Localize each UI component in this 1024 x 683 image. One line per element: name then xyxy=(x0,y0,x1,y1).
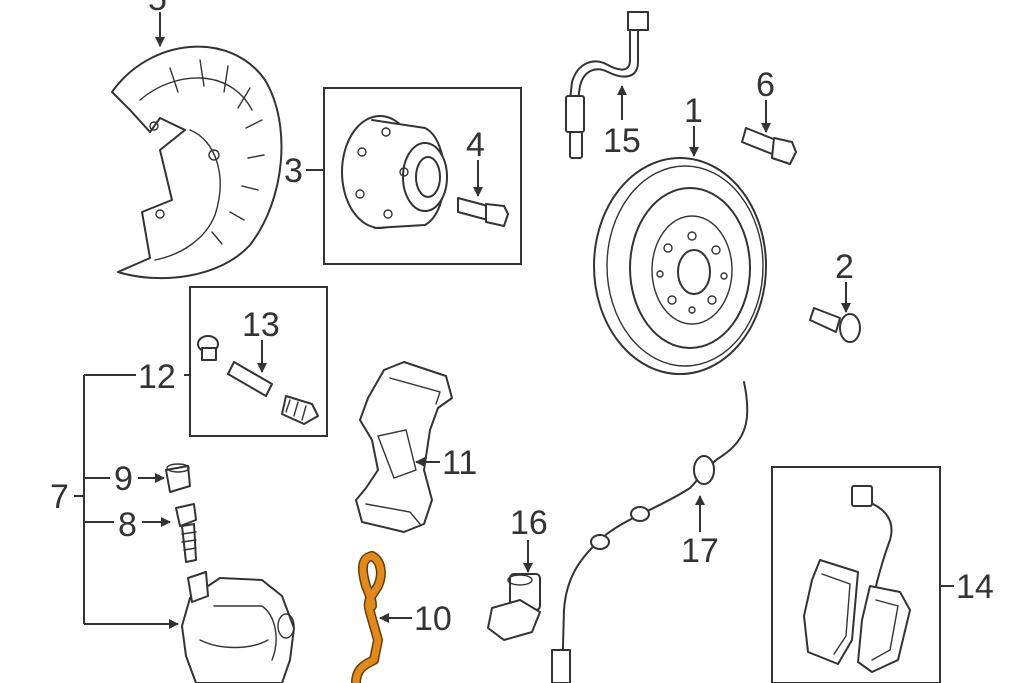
guide-pin-part[interactable] xyxy=(197,335,319,425)
anti-rattle-spring-part[interactable] xyxy=(351,551,386,683)
callout-12[interactable]: 12 xyxy=(138,358,176,396)
hub-bearing-part[interactable] xyxy=(341,115,448,229)
hub-bolt-part[interactable] xyxy=(457,197,509,227)
callout-9[interactable]: 9 xyxy=(114,460,133,498)
bleeder-screw-part[interactable] xyxy=(175,503,197,563)
brake-rotor-part[interactable] xyxy=(593,157,767,375)
callout-5[interactable]: 5 xyxy=(148,0,167,18)
bleeder-cap-part[interactable] xyxy=(165,463,191,493)
callout-6[interactable]: 6 xyxy=(756,66,775,104)
splash-shield-part[interactable] xyxy=(111,45,283,280)
brake-caliper-part[interactable] xyxy=(181,571,295,683)
callout-8[interactable]: 8 xyxy=(118,506,137,544)
caliper-bracket-part[interactable] xyxy=(355,361,453,533)
callout-13[interactable]: 13 xyxy=(242,306,280,344)
brake-pad-part[interactable] xyxy=(803,485,911,673)
sensor-wire-part[interactable] xyxy=(551,381,749,683)
rotor-screw-part[interactable] xyxy=(809,307,861,343)
callout-11[interactable]: 11 xyxy=(442,444,477,482)
callout-3[interactable]: 3 xyxy=(284,152,303,190)
guide-pin-kit-box xyxy=(189,286,328,437)
callout-4[interactable]: 4 xyxy=(466,126,485,164)
brake-hose-part[interactable] xyxy=(565,11,649,159)
caliper-bolt-part[interactable] xyxy=(741,127,797,165)
callout-1[interactable]: 1 xyxy=(684,92,703,130)
callout-7-bracket xyxy=(74,375,85,624)
hub-assembly-box xyxy=(323,87,522,265)
callout-15[interactable]: 15 xyxy=(603,122,641,160)
callout-10[interactable]: 10 xyxy=(414,600,452,638)
callout-7[interactable]: 7 xyxy=(50,478,69,516)
brake-pad-kit-box xyxy=(771,466,941,683)
callout-2[interactable]: 2 xyxy=(835,248,854,286)
callout-16[interactable]: 16 xyxy=(510,504,548,542)
callout-14[interactable]: 14 xyxy=(956,568,994,606)
abs-sensor-part[interactable] xyxy=(487,573,541,641)
callout-17[interactable]: 17 xyxy=(681,532,719,570)
